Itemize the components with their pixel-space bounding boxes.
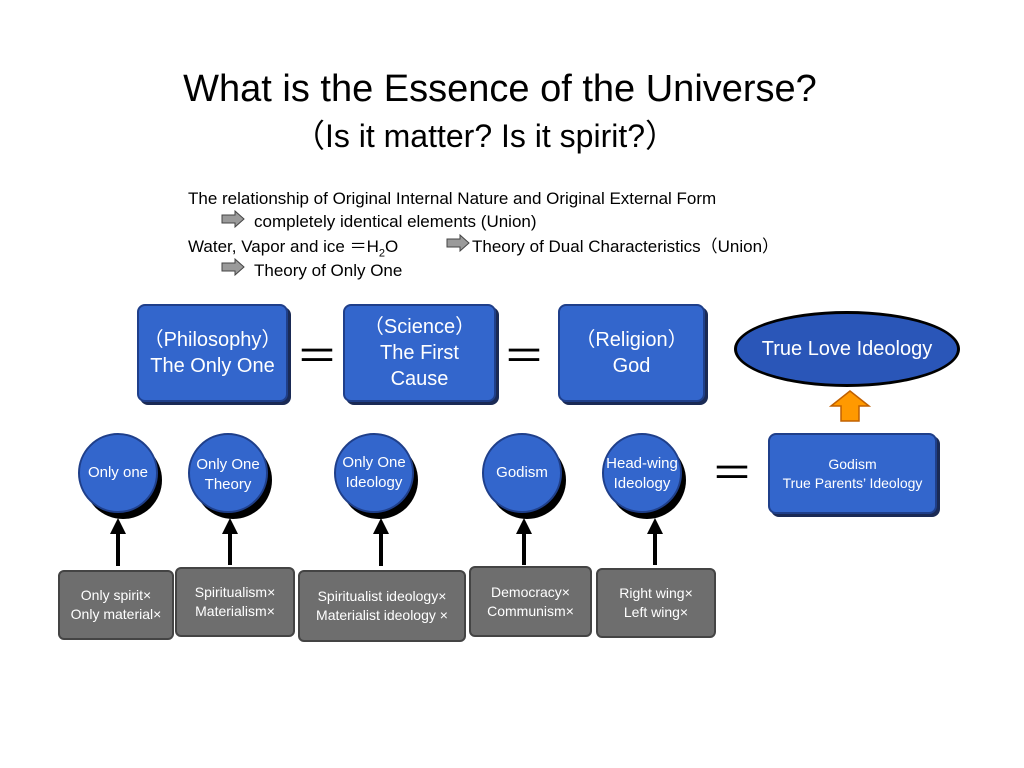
page-subtitle: （Is it matter? Is it spirit?）	[292, 118, 678, 154]
gray-arrow-icon	[221, 258, 245, 276]
explanation-line-2: completely identical elements (Union)	[254, 212, 537, 231]
religion-box: （Religion） God	[558, 304, 705, 402]
explanation-line-4: Theory of Only One	[254, 261, 403, 280]
gray-box-right-left-wing: Right wing× Left wing×	[596, 568, 716, 638]
equals-sign: ＝	[711, 450, 754, 497]
explanation-line-3: Water, Vapor and ice ＝H2O	[188, 237, 399, 260]
gray-box-ideologies: Spiritualist ideology× Materialist ideol…	[298, 570, 466, 642]
gray-arrow-icon	[446, 234, 470, 252]
equals-sign: ＝	[296, 333, 339, 380]
philosophy-box: （Philosophy） The Only One	[137, 304, 288, 402]
godism-true-parents-box: Godism True Parents’ Ideology	[768, 433, 937, 514]
gray-arrow-icon	[221, 210, 245, 228]
gray-box-spiritualism-materialism: Spiritualism× Materialism×	[175, 567, 295, 637]
gray-box-spirit-material: Only spirit× Only material×	[58, 570, 174, 640]
equals-sign: ＝	[503, 333, 546, 380]
science-box: （Science） The First Cause	[343, 304, 496, 402]
orange-up-arrow-icon	[829, 390, 871, 422]
only-one-circle: Only one	[78, 433, 162, 519]
true-love-ideology-oval: True Love Ideology	[734, 311, 960, 387]
only-one-ideology-circle: Only One Ideology	[334, 433, 418, 519]
only-one-theory-circle: Only One Theory	[188, 433, 272, 519]
godism-circle: Godism	[482, 433, 566, 519]
page-title: What is the Essence of the Universe?	[183, 68, 817, 110]
gray-box-democracy-communism: Democracy× Communism×	[469, 566, 592, 637]
explanation-line-3-right: Theory of Dual Characteristics（Union）	[472, 237, 780, 256]
head-wing-ideology-circle: Head-wing Ideology	[602, 433, 686, 519]
explanation-line-1: The relationship of Original Internal Na…	[188, 189, 717, 208]
